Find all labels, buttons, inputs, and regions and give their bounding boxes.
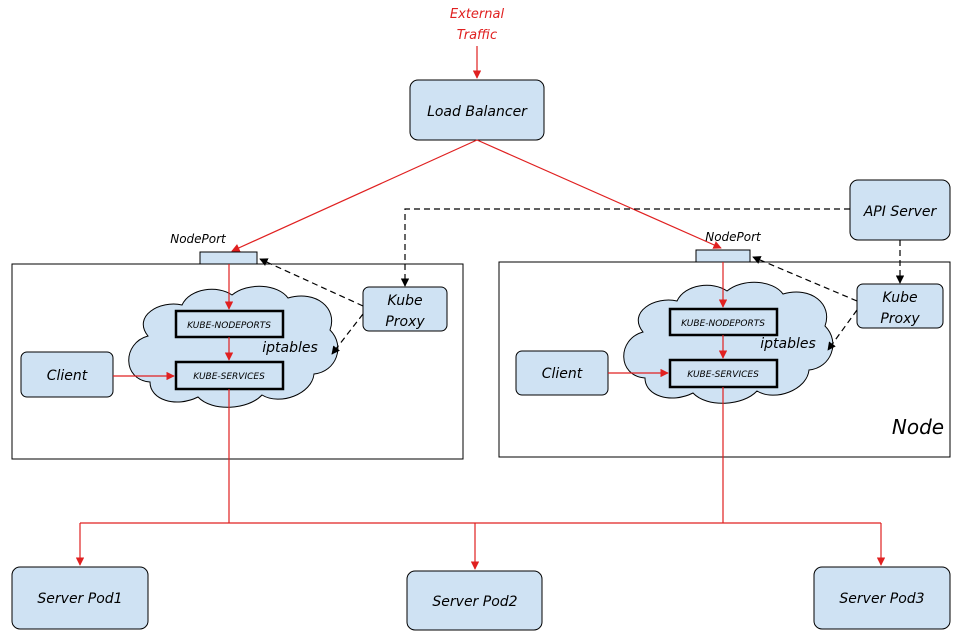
right-proxy-to-nodeport <box>752 256 858 302</box>
lb-to-left-nodeport <box>231 139 478 252</box>
api-server-box: API Server <box>849 179 951 241</box>
left-client-label: Client <box>47 368 88 384</box>
right-client-label: Client <box>542 366 583 382</box>
left-client-box <box>20 351 114 398</box>
left-nodeport-box <box>199 251 258 265</box>
server-pod1-label: Server Pod1 <box>37 591 122 607</box>
right-kube-services-box <box>668 358 779 389</box>
left-kube-services-label: KUBE-SERVICES <box>193 372 265 382</box>
external-traffic-label-2: Traffic <box>457 28 497 43</box>
node-label: Node <box>892 415 944 439</box>
left-nodeport-label: NodePort <box>170 232 227 246</box>
left-proxy-to-nodeport <box>259 258 364 307</box>
load-balancer-label: Load Balancer <box>427 104 528 120</box>
left-kube-nodeports-box <box>174 309 285 339</box>
left-kube-proxy-label-2: Proxy <box>385 314 425 330</box>
server-pod3: Server Pod3 <box>813 566 951 630</box>
right-iptables-label: iptables <box>760 336 816 352</box>
right-nodeport-label: NodePort <box>705 230 762 244</box>
lb-to-right-nodeport <box>476 139 722 249</box>
api-server-label: API Server <box>863 204 938 220</box>
right-kube-proxy-label-1: Kube <box>882 290 917 306</box>
right-nodeport-box <box>695 249 751 263</box>
left-iptables-label: iptables <box>262 340 318 356</box>
left-kube-nodeports-label: KUBE-NODEPORTS <box>187 321 271 331</box>
right-proxy-to-iptables <box>827 309 858 351</box>
server-pod3-label: Server Pod3 <box>839 591 924 607</box>
api-to-left-proxy <box>400 208 850 287</box>
left-kube-proxy-box <box>362 286 448 332</box>
left-kube-proxy-label-1: Kube <box>387 293 422 309</box>
server-pod2: Server Pod2 <box>406 570 543 631</box>
left-node: NodePort iptables KUBE-NODEPORTS KUBE-SE… <box>11 232 464 460</box>
server-pod1: Server Pod1 <box>11 566 149 630</box>
right-node: NodePort iptables KUBE-NODEPORTS KUBE-SE… <box>498 230 951 458</box>
external-traffic-label-1: External <box>450 7 505 22</box>
right-kube-proxy-label-2: Proxy <box>880 311 920 327</box>
load-balancer-box: Load Balancer <box>409 79 545 141</box>
right-kube-proxy-box <box>856 283 944 329</box>
left-proxy-to-iptables <box>331 313 364 355</box>
right-kube-services-label: KUBE-SERVICES <box>687 370 759 380</box>
right-kube-nodeports-label: KUBE-NODEPORTS <box>681 319 765 329</box>
server-pod2-label: Server Pod2 <box>432 594 517 610</box>
